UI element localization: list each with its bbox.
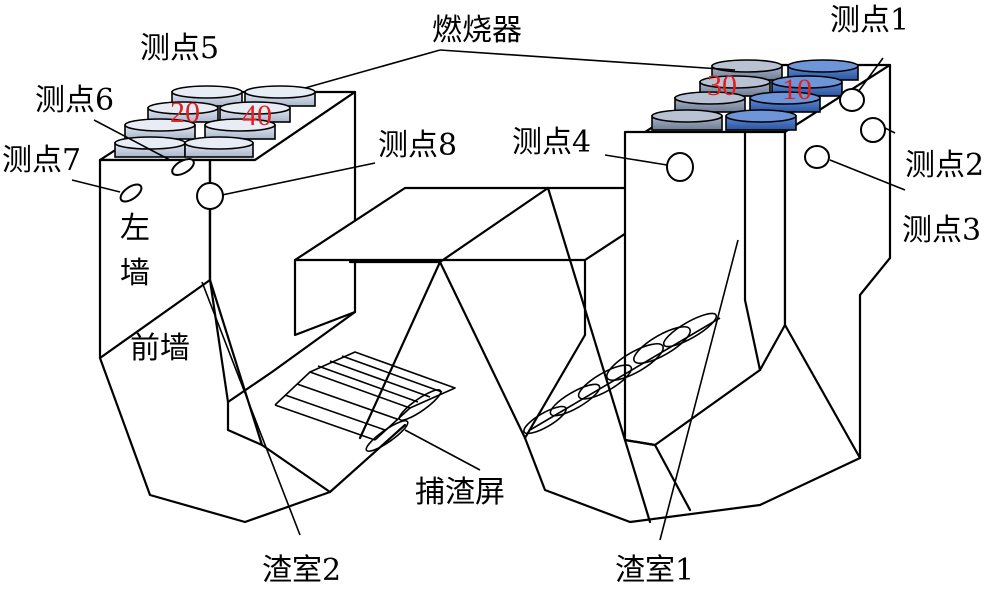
burner-r-front-right: [725, 109, 797, 131]
label-left-wall-2: 墙: [120, 256, 150, 291]
label-p7: 测点7: [2, 143, 81, 178]
burner-l-row4-right: [184, 136, 254, 158]
slag-screen-left: [274, 351, 456, 452]
slag-screen-right: [523, 312, 721, 435]
burner-l-front-right: [204, 118, 276, 140]
burner-l-row4-left: [114, 136, 186, 158]
value-left-b: 40: [242, 99, 272, 132]
hole-p8: [196, 182, 224, 210]
label-slag-room-2: 渣室2: [262, 553, 341, 588]
label-p4: 测点4: [512, 125, 591, 160]
label-burner: 燃烧器: [432, 13, 522, 48]
hole-p7: [119, 183, 143, 203]
burner-r-row3-left: [674, 91, 746, 113]
hole-p4: [666, 152, 694, 182]
label-left-wall-1: 左: [120, 211, 150, 246]
burner-l-front-left: [124, 118, 196, 140]
burner-r-front-left: [651, 109, 723, 131]
connecting-duct: [293, 186, 697, 524]
label-p6: 测点6: [35, 83, 114, 118]
label-p5: 测点5: [140, 31, 219, 66]
label-front-wall: 前墙: [130, 331, 190, 366]
label-p1: 测点1: [830, 3, 909, 38]
label-p8: 测点8: [378, 128, 457, 163]
burners-left: [114, 85, 316, 158]
hole-p3: [804, 145, 830, 169]
value-left-a: 20: [170, 96, 200, 129]
value-right-a: 30: [707, 69, 737, 102]
measurement-holes: [119, 88, 886, 210]
labels: 燃烧器 测点1 测点2 测点3 测点4 测点5 测点6 测点7 测点8 左 墙 …: [2, 3, 984, 588]
label-slag-room-1: 渣室1: [615, 553, 694, 588]
burner-r-row3-right: [749, 91, 821, 113]
label-slag-screen: 捕渣屏: [415, 475, 505, 510]
value-right-b: 10: [782, 73, 812, 106]
hole-p1: [839, 88, 865, 112]
hole-p2: [860, 117, 886, 143]
label-p2: 测点2: [905, 148, 984, 183]
hole-p6: [171, 158, 195, 176]
label-p3: 测点3: [902, 213, 981, 248]
burners-right: [651, 59, 859, 131]
leader-lines: [71, 49, 906, 541]
